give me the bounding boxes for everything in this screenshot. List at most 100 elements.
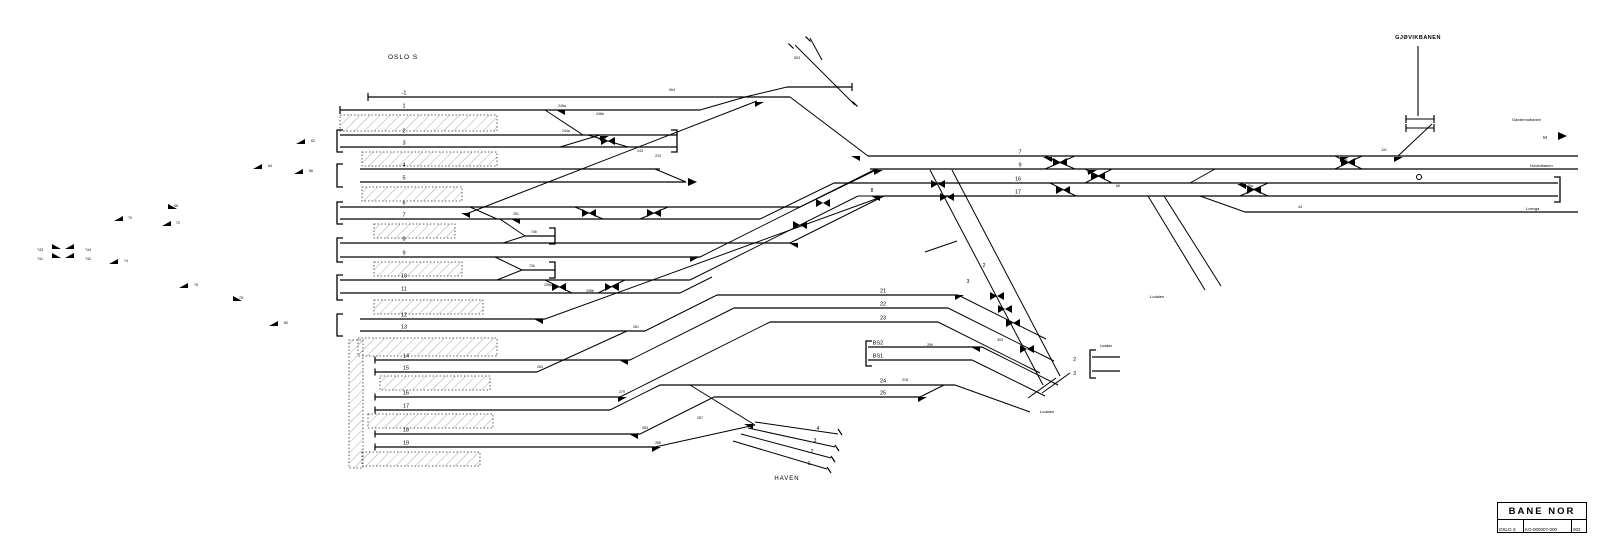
diagonal-line <box>929 169 1044 386</box>
crossing-bowtie-icon <box>938 180 945 188</box>
diagonal-line <box>639 396 715 435</box>
diagonal-line <box>740 433 832 459</box>
diagonal-line <box>971 359 1046 397</box>
platform <box>367 413 494 429</box>
diagonal-line <box>679 276 713 294</box>
diagonal-line <box>536 330 628 373</box>
diagram-label: 244b <box>598 137 606 141</box>
diagonal-line <box>954 384 1031 413</box>
diagram-label: 504 <box>669 88 675 92</box>
diagram-label: 66 <box>309 169 313 173</box>
end-tick <box>788 43 794 49</box>
track-end-bracket <box>865 340 872 367</box>
track-number-label: 11 <box>401 287 407 293</box>
title-block-doc-number: KO-000007-000 <box>1524 520 1572 533</box>
diagram-label: 64a <box>1049 158 1055 162</box>
track-number-label: 23 <box>880 316 886 322</box>
diagram-label: 235b <box>586 289 594 293</box>
diagonal-line <box>689 384 756 426</box>
diagram-label: 2 <box>983 263 986 269</box>
track-number-label: 1 <box>402 104 405 110</box>
platform <box>361 451 481 467</box>
diagonal-line <box>1044 155 1076 170</box>
signal-icon <box>294 169 303 174</box>
diagonal-line <box>609 384 661 411</box>
diagram-label: GJØVIKBANEN <box>1395 35 1441 41</box>
crossing-bowtie-icon <box>1060 158 1067 166</box>
title-block-row: OSLO S KO-000007-000 002 <box>1498 520 1586 533</box>
track-number-label: 7 <box>1018 150 1021 156</box>
crossing-bowtie-icon <box>1027 345 1034 353</box>
diagram-label: 235a <box>544 283 552 287</box>
switch-marker-icon <box>1043 157 1052 162</box>
diagram-label: M <box>1543 135 1547 140</box>
crossing-bowtie-icon <box>608 137 615 145</box>
diagram-label: 72 <box>176 221 180 225</box>
diagonal-line <box>619 321 771 398</box>
switch-marker-icon <box>971 347 980 352</box>
diagonal-line <box>544 279 573 294</box>
track-number-label: 24 <box>880 379 886 385</box>
track-end-bracket <box>336 313 343 337</box>
diagonal-line <box>951 169 1061 377</box>
platform <box>357 337 498 357</box>
diagonal-line <box>469 206 498 220</box>
diagram-label: 2 <box>811 449 814 455</box>
diagram-label: 74b <box>531 230 537 234</box>
diagonal-line <box>544 195 885 320</box>
diagram-label: 68 <box>174 204 178 208</box>
track-number-label: BS2 <box>873 341 883 347</box>
diagram-label: 64 <box>268 164 272 168</box>
switch-marker-icon <box>1340 157 1349 162</box>
crossing-bowtie-icon <box>997 292 1004 300</box>
diagonal-line <box>919 384 945 398</box>
end-tick <box>837 428 843 436</box>
diagram-label: 244a <box>562 129 570 133</box>
switch-marker-icon <box>556 110 565 115</box>
diagonal-line <box>789 195 885 244</box>
switch-marker-icon <box>789 243 798 248</box>
track-layer <box>340 37 1578 470</box>
switch-marker-icon <box>955 295 964 300</box>
track-end-bracket <box>336 237 343 263</box>
track-end-bracket <box>1554 176 1561 203</box>
track-end-bracket <box>549 261 556 279</box>
switch-marker-icon <box>851 156 860 161</box>
diagram-label: 131 <box>1381 148 1387 152</box>
track-number-label: 2 <box>402 129 405 135</box>
diagonal-line <box>1027 377 1057 399</box>
switch-marker-icon <box>1237 184 1246 189</box>
track-end-bracket <box>336 129 343 153</box>
diagram-label: Gardermobanen <box>1512 117 1541 122</box>
switch-marker-icon <box>918 397 927 402</box>
diagram-label: 743 <box>37 248 43 252</box>
crossing-bowtie-icon <box>582 209 589 217</box>
diagram-label: 299 <box>927 343 933 347</box>
crossing-bowtie-icon <box>1254 186 1261 194</box>
track-number-label: 7 <box>402 213 405 219</box>
diagram-label: 303 <box>997 338 1003 342</box>
crossing-bowtie-icon <box>647 209 654 217</box>
track-number-label: 15 <box>403 366 409 372</box>
track-end-bracket <box>671 129 678 153</box>
end-tick <box>834 444 840 452</box>
diagonal-line <box>937 321 1041 374</box>
track-number-label: 10 <box>401 274 407 280</box>
diagram-label: Hovedbanen <box>1530 163 1553 168</box>
signal-icon <box>179 283 188 288</box>
track-number-label: 16 <box>1015 177 1021 183</box>
track-number-label: 4 <box>402 163 405 169</box>
title-block-revision: 002 <box>1573 527 1581 532</box>
diagram-label: 72b <box>529 264 535 268</box>
diagonal-line <box>499 218 526 237</box>
diagram-label: 4 <box>817 426 820 432</box>
switch-marker-icon <box>600 136 609 141</box>
signal-icon <box>52 253 61 258</box>
signal-icon <box>109 259 118 264</box>
diagram-label: 213 <box>655 154 661 158</box>
track-number-label: 9 <box>1018 163 1021 169</box>
diagonal-line <box>1163 195 1222 287</box>
crossing-bowtie-icon <box>1098 172 1105 180</box>
switch-marker-icon <box>744 424 753 429</box>
